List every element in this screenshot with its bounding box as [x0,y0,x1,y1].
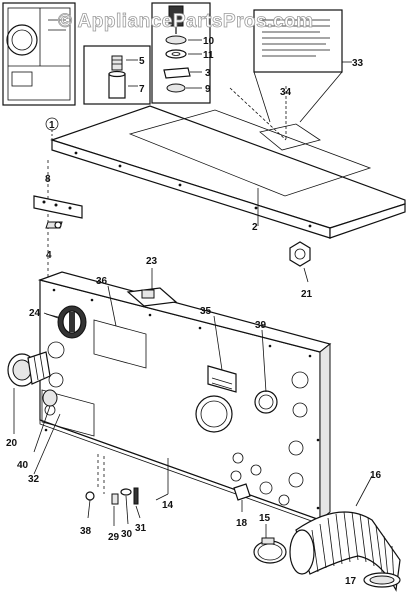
callout-2: 2 [252,222,258,233]
callout-4: 4 [46,250,52,261]
flexible-duct [289,475,401,592]
callout-24: 24 [29,308,41,319]
callout-33: 33 [352,58,364,69]
leader-lines [33,285,267,501]
callout-38: 38 [80,526,92,537]
callout-15: 15 [259,513,271,524]
inset-hardware-5-7 [83,45,151,105]
callout-17: 17 [345,576,357,587]
callout-32: 32 [28,474,40,485]
callout-11: 11 [203,50,214,61]
callout-36: 36 [96,276,108,287]
inset-rating-plate [253,9,352,123]
callout-8: 8 [45,174,51,185]
callout-30: 30 [121,529,133,540]
callout-39: 39 [255,320,267,331]
callout-5: 5 [139,56,145,67]
callout-31: 31 [135,523,147,534]
callout-35: 35 [200,306,212,317]
hex-nut [289,241,311,283]
watermark: © AppliancePartsPros.com [58,11,313,32]
back-panel [37,271,332,525]
callout-29: 29 [108,532,120,543]
callout-18: 18 [236,518,248,529]
callout-40: 40 [17,460,29,471]
callout-16: 16 [370,470,382,481]
exhaust-bracket [126,268,178,307]
callout-34: 34 [280,87,292,98]
top-panel [45,86,406,239]
callout-7: 7 [139,84,145,95]
bracket-and-screw [33,160,83,290]
callout-9: 9 [205,84,211,95]
inset-hardware-stack [151,2,211,104]
callout-labels: 1 2 3 4 5 7 8 9 10 11 14 15 16 17 18 20 … [6,36,382,587]
strain-relief [7,351,58,453]
callout-20: 20 [6,438,18,449]
callout-10: 10 [203,36,215,47]
callout-23: 23 [146,256,158,267]
callout-1: 1 [49,120,55,131]
callout-14: 14 [162,500,174,511]
knob [45,305,87,339]
bottom-hardware [85,454,141,526]
hose-clamp [253,524,287,564]
callout-21: 21 [301,289,313,300]
clip [233,483,251,512]
inset-dryer-machine [2,2,76,106]
callout-3: 3 [205,68,211,79]
